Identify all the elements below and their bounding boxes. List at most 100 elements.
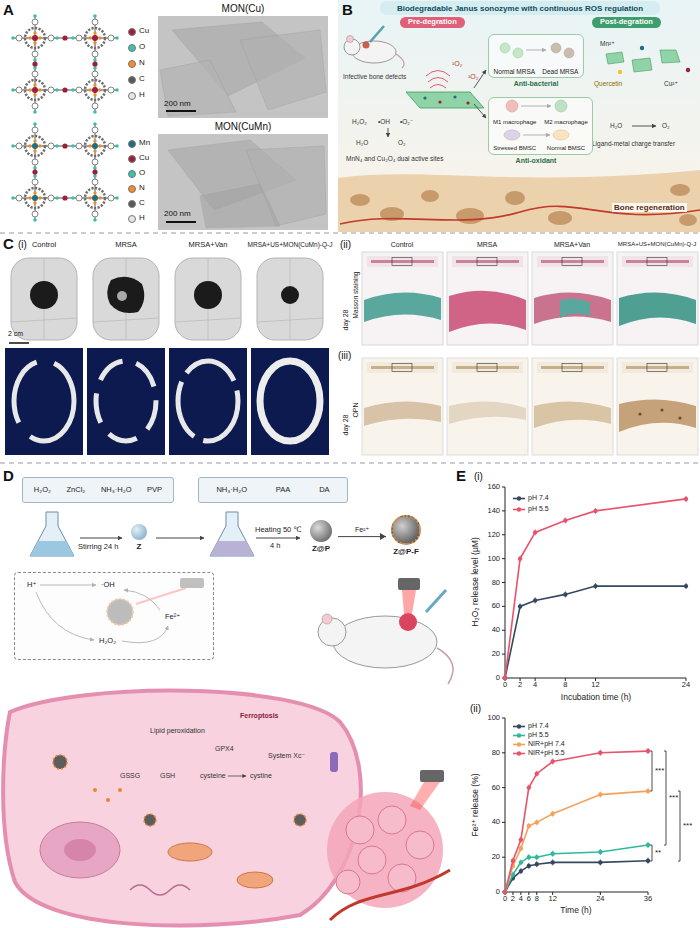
- pathway-label: GSSG: [120, 772, 140, 780]
- significance-mark: **: [655, 848, 661, 857]
- group-label: MRSA+Van: [189, 241, 228, 250]
- data-point: [550, 812, 554, 816]
- subpanel-label: (ii): [340, 239, 351, 251]
- group-label: Control: [391, 241, 414, 249]
- legend-line-sample: [513, 724, 525, 728]
- tick-label: 2: [518, 681, 522, 690]
- legend-swatch: [128, 92, 136, 100]
- subpanel-label: (iii): [338, 350, 351, 362]
- row-label: OPN: [352, 402, 360, 417]
- node-text: H₂O₂: [34, 486, 51, 495]
- data-point: [535, 862, 539, 866]
- annotation-label: Ligand-metal charge transfer: [592, 140, 675, 147]
- cell-illustration: [3, 691, 361, 926]
- legend-label: O: [139, 42, 145, 51]
- tick-label: 20: [492, 650, 500, 659]
- legend-line-sample: [513, 742, 525, 746]
- tick-label: 8: [563, 681, 567, 690]
- group-label: MRSA: [477, 241, 497, 249]
- node-text: Normal MRSA: [494, 68, 536, 75]
- tick-label: 0: [496, 674, 500, 683]
- node-text: Stressed BMSC: [493, 145, 536, 152]
- legend-label: pH 7.4: [528, 494, 549, 502]
- data-point: [550, 852, 554, 856]
- mouse-treatment-art: [318, 578, 453, 684]
- data-point: [527, 855, 531, 859]
- axis-title: Time (h): [560, 906, 591, 916]
- legend-marker: [517, 507, 521, 511]
- tick-label: 140: [487, 507, 500, 516]
- tem-image: [158, 16, 328, 118]
- row-label: day 28: [342, 414, 350, 435]
- legend-swatch: [128, 215, 136, 223]
- effect-panel: Normal MRSADead MRSA: [488, 34, 584, 78]
- node-text: Pre-degration: [408, 18, 457, 27]
- data-point: [598, 850, 602, 854]
- legend-swatch: [128, 60, 136, 68]
- data-point: [503, 890, 507, 894]
- legend-marker: [517, 496, 521, 500]
- legend-label: H: [139, 90, 145, 99]
- legend-marker: [517, 724, 521, 728]
- data-point: [519, 838, 523, 842]
- data-point: [535, 855, 539, 859]
- tick-label: 8: [535, 895, 539, 904]
- data-point: [646, 749, 650, 753]
- data-point: [533, 530, 537, 534]
- tumor-illustration: [327, 770, 450, 920]
- data-point: [527, 824, 531, 828]
- node-text: M1 macrophage: [493, 119, 536, 126]
- annotation-label: •OH: [378, 118, 390, 125]
- subpanel-label: (ii): [470, 703, 481, 715]
- arrow-head: [380, 533, 386, 540]
- legend-line-sample: [513, 751, 525, 755]
- legend-swatch: [128, 155, 136, 163]
- legend-line-sample: [513, 496, 525, 500]
- data-line: [505, 861, 648, 892]
- node-text: Fe²⁺: [165, 613, 180, 622]
- tick-mark: [502, 606, 505, 607]
- data-point: [518, 604, 522, 608]
- legend-marker: [517, 733, 521, 737]
- node-text: Normal BMSC: [547, 145, 585, 152]
- data-point: [518, 556, 522, 560]
- annotation-label: H₂O₂: [352, 118, 367, 125]
- sphere-icon: [310, 520, 332, 542]
- tick-label: 2: [511, 895, 515, 904]
- reagent-box: H₂O₂ZnCl₂NH₃·H₂OPVP: [22, 477, 174, 503]
- connector-line: [338, 536, 386, 537]
- data-point: [684, 584, 688, 588]
- tick-mark: [502, 487, 505, 488]
- axis-title: Incubation time (h): [561, 693, 631, 703]
- legend-label: Mn: [139, 138, 150, 147]
- panel-title: MON(CuMn): [215, 121, 272, 133]
- tick-label: 0: [503, 681, 507, 690]
- tem-image: [158, 134, 328, 230]
- tick-label: 80: [492, 578, 500, 587]
- data-point: [503, 890, 507, 894]
- panel-letter: B: [342, 1, 353, 18]
- legend-label: pH 7.4: [528, 722, 549, 730]
- data-point: [593, 509, 597, 513]
- annotation-label: Quercetin: [594, 80, 622, 87]
- tick-label: 40: [492, 818, 500, 827]
- annotation-label: MnN₄ and Cu₂O₄ dual active sites: [346, 155, 443, 162]
- annotation-label: ¹O₂: [452, 60, 463, 68]
- annotation-label: Anti-oxidant: [516, 157, 557, 165]
- tick-mark: [502, 718, 505, 719]
- annotation-label: Bone regeneration: [612, 203, 687, 212]
- data-point: [519, 860, 523, 864]
- legend-line-sample: [513, 507, 525, 511]
- pathway-label: GPX4: [215, 745, 234, 753]
- node-text: Z@P-F: [393, 547, 419, 556]
- annotation-label: Mn²⁺: [600, 40, 615, 47]
- annotation-label: ¹O₂: [468, 73, 479, 81]
- nanoparticle: Z@P-F: [386, 515, 426, 556]
- tick-label: 60: [492, 783, 500, 792]
- tick-label: 40: [492, 626, 500, 635]
- legend-label: N: [139, 58, 145, 67]
- stage-pill: Pre-degration: [400, 17, 465, 28]
- significance-mark: ***: [683, 821, 692, 830]
